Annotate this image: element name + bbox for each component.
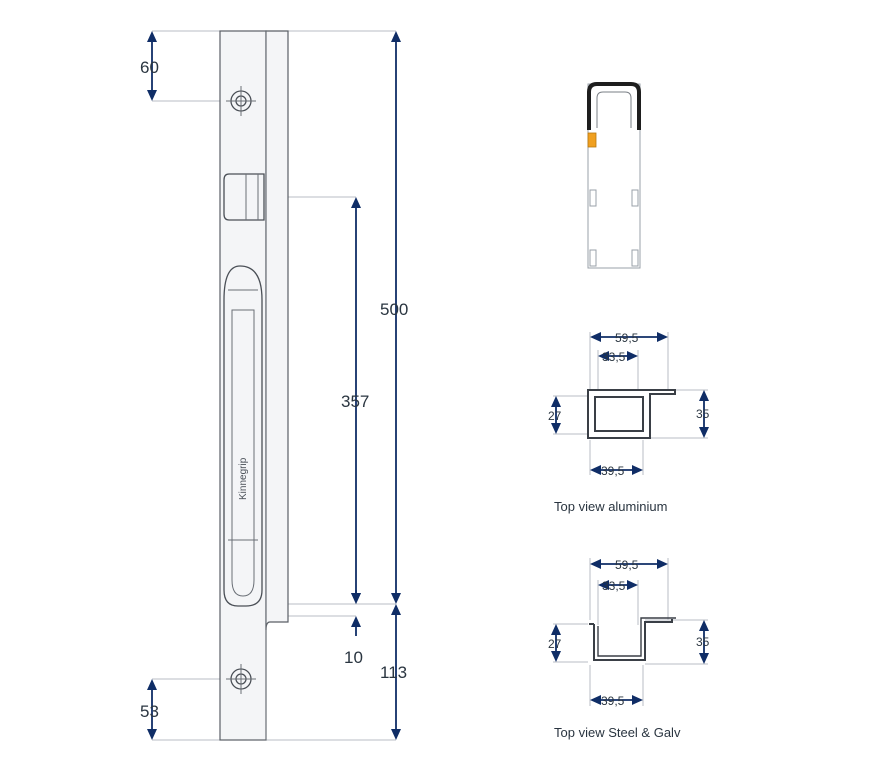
alu-height-left: 27 [548, 409, 562, 423]
front-profile [265, 30, 289, 631]
alu-width-bottom: 39,5 [601, 464, 625, 478]
front-view [587, 82, 641, 269]
dim-label-overall-height: 500 [380, 300, 408, 319]
alu-width-inner: 33,5 [602, 350, 626, 364]
dim-lower-height: 113 [380, 604, 407, 740]
slot-left-1 [589, 189, 597, 207]
dim-top-offset: 60 [140, 31, 159, 101]
front-view-cap [587, 82, 641, 130]
caption-steel: Top view Steel & Galv [554, 725, 681, 740]
caption-aluminium: Top view aluminium [554, 499, 667, 514]
dim-overall-height: 500 [380, 31, 408, 604]
alu-width-outer: 59,5 [615, 331, 639, 345]
slot-right-2 [631, 249, 639, 267]
steel-width-inner: 33,5 [602, 579, 626, 593]
section-aluminium: 59,5 33,5 39,5 27 35 Top view aluminium [548, 331, 710, 514]
main-elevation-view: Kinnegrip 60 500 357 10 [140, 30, 408, 741]
screw-bottom-icon [226, 664, 256, 694]
dim-label-handle-span: 357 [341, 392, 369, 411]
dim-handle-span: 357 [341, 197, 369, 604]
handle-grip [223, 265, 263, 607]
section-steel: 59,5 33,5 39,5 27 35 Top view Steel & Ga… [548, 558, 710, 740]
steel-profile-outer [593, 619, 673, 661]
aluminium-profile-inner [594, 396, 644, 432]
highlight-marker [587, 132, 597, 148]
alu-height-right: 35 [696, 407, 710, 421]
dim-label-bottom-offset: 53 [140, 702, 159, 721]
dim-label-gap: 10 [344, 648, 363, 667]
screw-top-icon [226, 86, 256, 116]
dim-label-lower-height: 113 [380, 663, 407, 682]
slot-left-2 [589, 249, 597, 267]
front-view-body [587, 83, 641, 269]
aluminium-profile [587, 389, 676, 439]
dim-label-top-offset: 60 [140, 58, 159, 77]
slot-right-1 [631, 189, 639, 207]
dim-bottom-offset: 53 [140, 679, 159, 740]
back-plate [219, 30, 267, 741]
latch-block [223, 173, 265, 221]
front-view-cap-inner [596, 91, 632, 128]
steel-width-outer: 59,5 [615, 558, 639, 572]
brand-label: Kinnegrip [238, 457, 249, 500]
steel-height-left: 27 [548, 637, 562, 651]
steel-width-bottom: 39,5 [601, 694, 625, 708]
dim-gap: 10 [344, 590, 363, 667]
steel-height-right: 35 [696, 635, 710, 649]
steel-profile-inner [597, 617, 676, 657]
